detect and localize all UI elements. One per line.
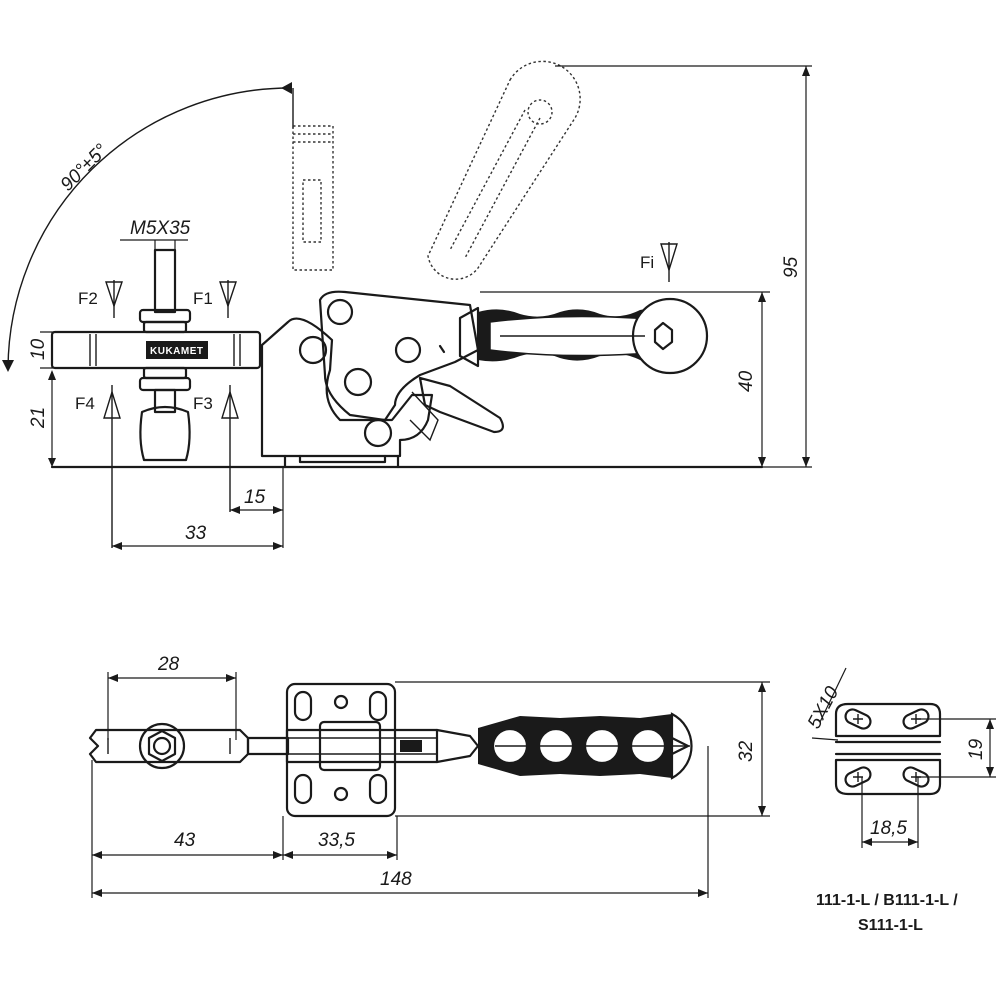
dim-33-arrow-left: [112, 542, 122, 550]
force-f3: F3: [193, 385, 239, 512]
force-f1: F1: [193, 280, 237, 318]
dim-28-arrow-right: [226, 674, 236, 682]
dim-32-arrow-bottom: [758, 806, 766, 816]
top-body: [285, 728, 439, 764]
top-body-end: [435, 728, 480, 764]
dim-15-arrow-right: [273, 506, 283, 514]
dim-40-arrow-bottom: [758, 457, 766, 467]
dim-43-label: 43: [174, 830, 196, 851]
angle-label: 90°±5°: [57, 140, 113, 196]
base-hole-bottom: [333, 786, 349, 802]
detail-slot-centers: [853, 714, 921, 782]
dim-148-arrow-left: [92, 889, 102, 897]
base-slot-tl: [293, 690, 313, 722]
dim-28-label: 28: [157, 654, 180, 675]
dim-148-label: 148: [380, 869, 412, 890]
lever-link: [409, 391, 439, 442]
detail-slot-tr: [902, 708, 930, 730]
dim-10-label: 10: [28, 338, 49, 360]
arm-brand-text: KUKAMET: [150, 346, 204, 357]
spindle-open-brand: [302, 179, 322, 243]
top-arm: [88, 728, 250, 764]
force-fi: Fi: [640, 242, 678, 282]
dim-33-arrow-right: [273, 542, 283, 550]
dim-33-5-arrow-right: [387, 851, 397, 859]
clamp-body: [260, 317, 434, 469]
dim-18-5-arrow-right: [908, 838, 918, 846]
dim-15-arrow-left: [230, 506, 240, 514]
linkage-plate: [318, 290, 480, 422]
dim-40-label: 40: [736, 370, 757, 392]
force-f2-label: F2: [78, 289, 98, 308]
dim-95-arrow-top: [802, 66, 810, 76]
handle-open-position: [427, 60, 581, 280]
top-body-link: [318, 720, 382, 772]
angle-arc: [7, 87, 293, 369]
top-handle: [478, 712, 693, 780]
base-slot-bl: [293, 773, 313, 805]
dim-43-arrow-left: [92, 851, 102, 859]
top-base-plate: [285, 682, 397, 818]
top-spindle-stud: [152, 736, 172, 756]
dim-32-arrow-top: [758, 682, 766, 692]
dim-95-arrow-bottom: [802, 457, 810, 467]
model-codes-line2: S111-1-L: [858, 917, 923, 934]
top-link: [246, 736, 290, 756]
dim-19-label: 19: [966, 738, 987, 760]
clamp-arm: KUKAMET: [50, 330, 262, 370]
detail-slot-br: [902, 766, 930, 788]
base-detail-top: [834, 702, 942, 738]
dim-15-label: 15: [244, 487, 266, 508]
slot-leader-2: [811, 737, 839, 741]
detail-slot-tl: [844, 708, 872, 730]
dim-21-label: 21: [28, 407, 49, 429]
dim-18-5-arrow-left: [862, 838, 872, 846]
lever-catch: [418, 376, 504, 434]
dim-33-label: 33: [185, 523, 207, 544]
force-f4-label: F4: [75, 394, 95, 413]
clamp-pad: [139, 405, 191, 462]
dim-40-arrow-top: [758, 292, 766, 302]
detail-slot-bl: [844, 766, 872, 788]
dim-18-5-label: 18,5: [870, 818, 907, 839]
force-f1-label: F1: [193, 289, 213, 308]
side-view: 90°±5° KUKAMET: [2, 60, 812, 550]
dim-43-arrow-right: [273, 851, 283, 859]
angle-arrow-bottom: [2, 360, 14, 372]
base-detail-view: 5X10 19 18,5 111-1-L / B111-1-L / S111-1…: [804, 667, 996, 934]
dim-21-arrow-bottom: [48, 458, 56, 467]
spindle-assembly: [138, 248, 192, 462]
dim-95-label: 95: [781, 256, 802, 278]
dim-33-5-label: 33,5: [318, 830, 355, 851]
top-view: 28 43 33,5 148 32: [88, 654, 770, 898]
dim-28-arrow-left: [108, 674, 118, 682]
slot-leader: [819, 667, 847, 723]
force-f3-label: F3: [193, 394, 213, 413]
base-detail-bottom: [834, 758, 942, 796]
dim-19-arrow-bottom: [986, 767, 994, 777]
top-spindle-hex: [147, 729, 177, 763]
dim-148-arrow-right: [698, 889, 708, 897]
base-slot-tr: [368, 690, 388, 722]
force-f2: F2: [78, 280, 123, 318]
force-fi-label: Fi: [640, 253, 654, 272]
top-spindle-nut: [138, 722, 186, 770]
top-body-pin: [400, 740, 422, 752]
handle-closed: [458, 297, 709, 375]
dim-19-arrow-top: [986, 719, 994, 729]
base-slot-br: [368, 773, 388, 805]
model-codes-line1: 111-1-L / B111-1-L /: [816, 892, 958, 909]
force-f4: F4: [75, 385, 121, 548]
dim-33-5-arrow-left: [283, 851, 293, 859]
thread-label: M5X35: [130, 218, 191, 239]
base-hole-top: [333, 694, 349, 710]
dim-32-label: 32: [736, 740, 757, 762]
spindle-open-position: [292, 125, 334, 271]
dim-21-arrow-top: [48, 370, 56, 380]
angle-arrow-top: [281, 82, 292, 94]
